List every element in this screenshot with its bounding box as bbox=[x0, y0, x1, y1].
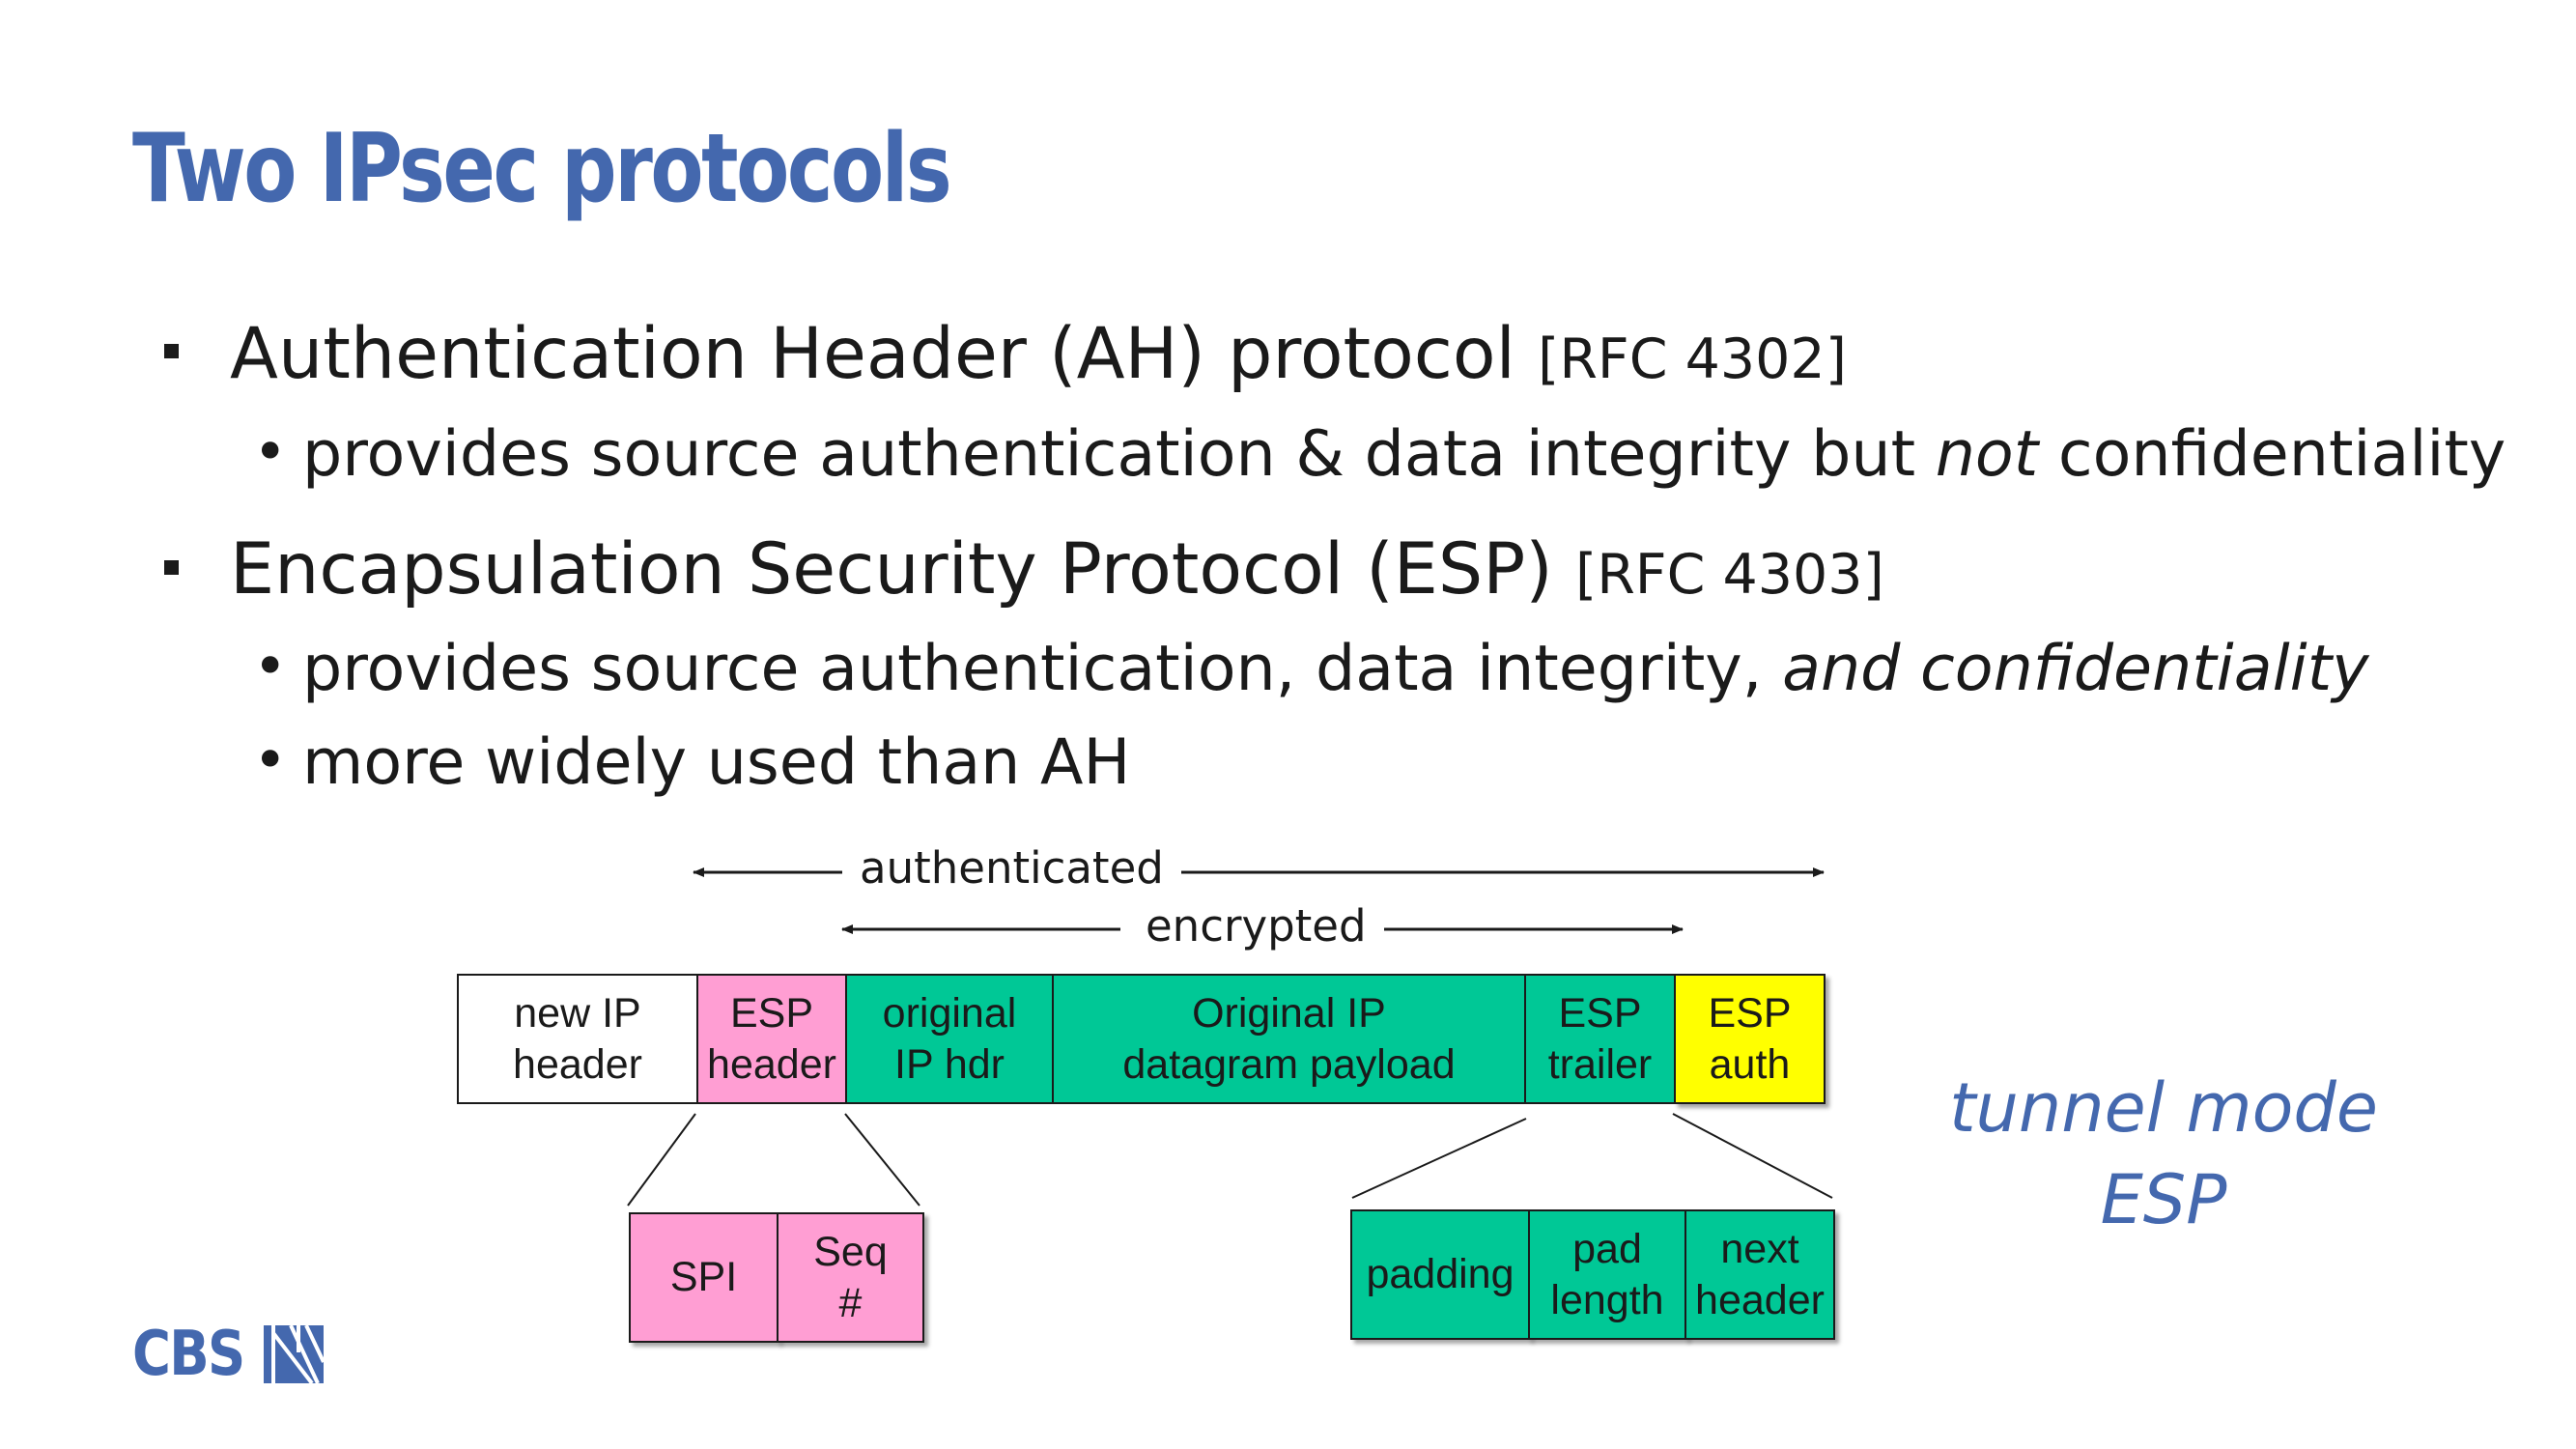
slide-title: Two IPsec protocols bbox=[132, 114, 952, 224]
new-ip-header-field: new IP header bbox=[457, 974, 698, 1104]
sub-ah-pre: provides source authentication & data in… bbox=[302, 418, 1936, 491]
sub-bullet-esp-usage: more widely used than AH bbox=[302, 726, 1131, 799]
bullet-square-icon bbox=[164, 344, 179, 358]
original-ip-hdr-field: original IP hdr bbox=[845, 974, 1054, 1104]
payload-field: Original IP datagram payload bbox=[1052, 974, 1526, 1104]
bullet-esp-ref: [RFC 4303] bbox=[1574, 543, 1884, 607]
seq-field: Seq # bbox=[777, 1212, 924, 1343]
logo-mark-icon bbox=[263, 1324, 326, 1385]
padding-field: padding bbox=[1350, 1209, 1530, 1340]
esp-trailer-field: ESP trailer bbox=[1524, 974, 1676, 1104]
connector-line bbox=[627, 1113, 696, 1207]
sub-bullet-esp: provides source authentication, data int… bbox=[302, 638, 2369, 700]
bullet-square-icon bbox=[164, 560, 179, 575]
bullet-dot-icon: • bbox=[253, 418, 288, 486]
bullet-dot-icon: • bbox=[253, 726, 288, 794]
connector-line bbox=[844, 1113, 920, 1207]
connector-line bbox=[1672, 1113, 1833, 1199]
encrypted-label: encrypted bbox=[1128, 900, 1384, 952]
sub-ah-em: not bbox=[1935, 418, 2039, 491]
spi-field: SPI bbox=[629, 1212, 778, 1343]
sub-esp-pre: provides source authentication, data int… bbox=[302, 633, 1783, 705]
bullet-ah-ref: [RFC 4302] bbox=[1538, 327, 1847, 391]
pad-length-field: pad length bbox=[1528, 1209, 1686, 1340]
tunnel-mode-label: tunnel mode ESP bbox=[1949, 1068, 2378, 1239]
logo-text: CBS bbox=[132, 1319, 245, 1390]
sub-ah-post: confidentiality bbox=[2038, 418, 2506, 491]
sub-esp-em: and confidentiality bbox=[1782, 633, 2369, 705]
connector-line bbox=[1351, 1118, 1527, 1199]
bullet-esp: Encapsulation Security Protocol (ESP) [R… bbox=[230, 534, 1884, 605]
next-header-field: next header bbox=[1684, 1209, 1835, 1340]
sub-bullet-ah: provides source authentication & data in… bbox=[302, 423, 2505, 486]
bullet-dot-icon: • bbox=[253, 633, 288, 700]
bullet-ah: Authentication Header (AH) protocol [RFC… bbox=[230, 319, 1847, 389]
esp-header-field: ESP header bbox=[696, 974, 847, 1104]
authenticated-label: authenticated bbox=[842, 842, 1181, 894]
cbs-logo: CBS bbox=[132, 1319, 326, 1390]
bullet-esp-text: Encapsulation Security Protocol (ESP) bbox=[230, 528, 1553, 611]
esp-auth-field: ESP auth bbox=[1674, 974, 1826, 1104]
bullet-ah-text: Authentication Header (AH) protocol bbox=[230, 313, 1515, 395]
